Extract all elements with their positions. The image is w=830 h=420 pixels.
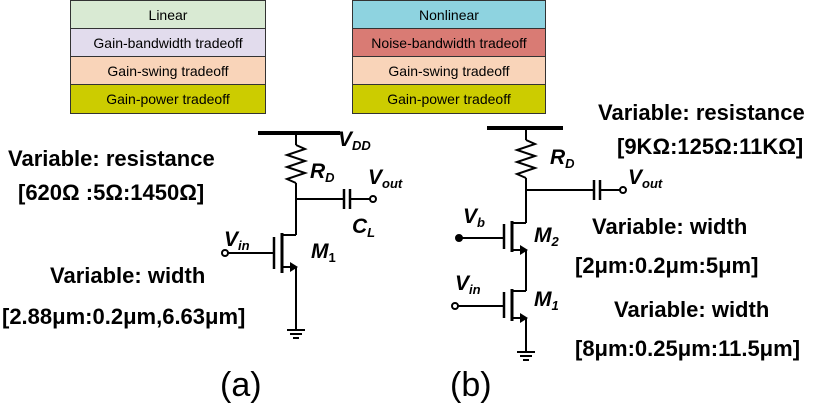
legend-row-gain-power: Gain-power tradeoff [71,85,265,113]
var-resistance-range-b: [9KΩ:125Ω:11KΩ] [617,134,804,159]
legend-row-noise-bandwidth: Noise-bandwidth tradeoff [353,29,545,57]
var-width2-label: Variable: width [592,214,748,239]
legend-nonlinear: Nonlinear Noise-bandwidth tradeoff Gain-… [352,0,546,114]
legend-row-gain-bandwidth: Gain-bandwidth tradeoff [71,29,265,57]
vb-label: Vb [463,205,485,230]
cl-label-a: CL [352,215,376,240]
caption-b: (b) [450,366,492,404]
legend-row-gain-swing: Gain-swing tradeoff [71,57,265,85]
resistor-rd-a [283,144,309,184]
var-resistance-label-b: Variable: resistance [598,100,805,125]
rd-label-b: RD [550,146,575,171]
legend-row-gain-power: Gain-power tradeoff [353,85,545,113]
vin-label-b: Vin [455,272,481,297]
legend-row-nonlinear: Nonlinear [353,1,545,29]
var-width-label-a: Variable: width [50,263,206,288]
circuit-a-wiring [221,131,377,339]
var-resistance-range-a: [620Ω :5Ω:1450Ω] [18,180,205,205]
resistor-rd-b [513,139,539,179]
vout-label-b: Vout [628,166,663,191]
var-width2-range: [2μm:0.2μm:5μm] [575,253,759,278]
var-resistance-label-a: Variable: resistance [8,146,215,171]
caption-a: (a) [220,366,262,404]
m1-label-b: M1 [534,288,559,313]
vdd-label-a: VDD [338,128,371,153]
m2-label: M2 [534,224,559,249]
vin-label-a: Vin [224,228,250,253]
rd-label-a: RD [310,160,335,185]
vout-label-a: Vout [368,166,403,191]
legend-row-gain-swing: Gain-swing tradeoff [353,57,545,85]
legend-row-linear: Linear [71,1,265,29]
circuit-b-wiring [451,126,627,361]
m1-label-a: M1 [311,240,336,265]
var-width1-range: [8μm:0.25μm:11.5μm] [575,336,801,361]
var-width1-label: Variable: width [614,297,770,322]
legend-linear: Linear Gain-bandwidth tradeoff Gain-swin… [70,0,266,114]
var-width-range-a: [2.88μm:0.2μm,6.63μm] [2,304,246,329]
